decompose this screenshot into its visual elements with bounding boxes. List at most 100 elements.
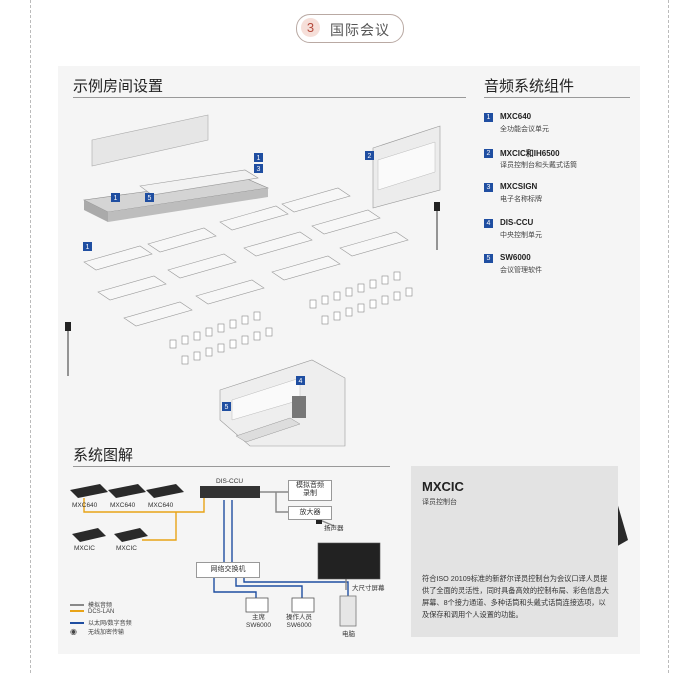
mxc640-unit <box>146 484 184 498</box>
operator-laptop-icon <box>291 597 315 613</box>
room-badge-label: 2 <box>368 153 372 160</box>
projection-screen <box>91 114 209 167</box>
stage-front <box>84 200 108 222</box>
audience-seats <box>169 271 413 365</box>
legend-label: 以太网/数字音频 <box>88 621 132 627</box>
mxc640-unit <box>108 484 146 498</box>
pc-tower-icon <box>339 595 357 627</box>
component-name: SW6000 <box>500 253 531 262</box>
room-badge-label: 4 <box>299 378 303 385</box>
legend-swatch <box>70 622 84 625</box>
legend-label: 无线加密传输 <box>88 630 125 636</box>
analog-link <box>319 519 335 527</box>
speaker-label: 扬声器 <box>324 525 344 532</box>
legend-item: DCS-LAN <box>70 609 114 615</box>
room-badge-label: 5 <box>148 195 152 202</box>
unit-label: MXCIC <box>74 545 95 552</box>
control-desk <box>235 417 301 443</box>
diagram-links <box>83 491 349 604</box>
booth-window <box>377 141 436 191</box>
frame-left-border <box>30 0 31 673</box>
ethernet-link <box>243 578 349 600</box>
components-title-rule <box>484 97 630 98</box>
room-badge-label: 1 <box>86 244 90 251</box>
room-badge-label: 1 <box>257 155 261 162</box>
unit-label: MXCIC <box>116 545 137 552</box>
legend-item: ◉ 无线加密传输 <box>70 627 124 636</box>
room-badge-label: 3 <box>257 166 261 173</box>
conference-units <box>70 484 381 627</box>
room-badge <box>254 153 263 162</box>
component-desc: 会议管理软件 <box>500 267 542 274</box>
room-title: 示例房间设置 <box>73 78 164 95</box>
room-badges: 1 3 1 5 2 1 4 5 <box>83 151 374 411</box>
component-badge: 1 <box>484 113 493 122</box>
wireless-icon: ◉ <box>70 627 77 636</box>
component-badge: 4 <box>484 219 493 228</box>
diagram-title-rule <box>73 466 390 467</box>
pc-label: 电脑 <box>342 631 355 638</box>
section-title: 国际会议 <box>330 22 390 38</box>
legend-swatch <box>70 610 84 613</box>
chair-laptop-label: 主席 SW6000 <box>246 614 271 629</box>
component-badge: 3 <box>484 183 493 192</box>
room-badge <box>111 193 120 202</box>
mxcic-description: 符合ISO 20109标准的新舒尔译员控制台为会议口译人员提供了全面的灵活性，同… <box>422 574 609 619</box>
dis-ccu-label: DIS-CCU <box>216 478 244 485</box>
component-badge: 5 <box>484 254 493 263</box>
booth-speaker-icon <box>434 202 440 211</box>
control-rack <box>292 396 306 418</box>
frame-right-border <box>668 0 669 673</box>
mxcic-heading: MXCIC <box>422 479 464 494</box>
stage-side <box>108 188 268 222</box>
room-title-rule <box>73 97 466 98</box>
delegate-tables <box>83 187 409 327</box>
dcs-lan-link <box>142 512 177 541</box>
component-desc: 全功能会议单元 <box>500 126 549 133</box>
room-badge <box>365 151 374 160</box>
legend-item: 以太网/数字音频 <box>70 618 132 627</box>
mxcic-unit <box>72 528 106 542</box>
legend-swatch <box>70 604 84 607</box>
room-badge <box>145 193 154 202</box>
component-desc: 电子名称标牌 <box>500 196 542 203</box>
unit-label: MXC640 <box>72 502 98 509</box>
chair-table <box>139 169 259 196</box>
room-badge-label: 5 <box>225 404 229 411</box>
unit-label: MXC640 <box>148 502 174 509</box>
big-screen-label: 大尺寸屏幕 <box>352 585 385 592</box>
component-desc: 译员控制台和头戴式话筒 <box>500 162 577 169</box>
component-name: MXCIC和IH6500 <box>500 149 560 158</box>
mxc640-unit <box>70 484 108 498</box>
components-title: 音频系统组件 <box>484 78 575 95</box>
room-badge <box>296 376 305 385</box>
speaker-icon <box>316 518 322 524</box>
legend-label: 模拟音频 <box>88 603 113 609</box>
component-desc: 中央控制单元 <box>500 232 542 239</box>
component-name: MXCSIGN <box>500 182 538 191</box>
room-badge <box>83 242 92 251</box>
mxcic-info-box: MXCIC 译员控制台 符合ISO 20109标准的新舒尔译员控制台为会议口译人… <box>411 466 618 637</box>
room-badge <box>222 402 231 411</box>
room-badge-label: 1 <box>114 195 118 202</box>
analog-link <box>275 492 288 513</box>
dcs-lan-link <box>83 492 205 513</box>
section-number: 3 <box>301 18 320 37</box>
network-switch-box: 网络交换机 <box>196 562 260 578</box>
component-name: MXC640 <box>500 112 532 121</box>
mxcic-subheading: 译员控制台 <box>422 499 457 506</box>
dis-ccu-device <box>200 486 260 498</box>
legend-label: DCS-LAN <box>88 609 115 615</box>
unit-label: MXC640 <box>110 502 136 509</box>
large-screen <box>317 542 381 580</box>
ethernet-link <box>235 578 303 604</box>
analog-record-box: 模拟音频 录制 <box>288 480 332 501</box>
mxcic-unit <box>114 528 148 542</box>
room-badge <box>254 164 263 173</box>
operator-laptop-label: 操作人员 SW6000 <box>286 614 312 629</box>
component-badge: 2 <box>484 149 493 158</box>
amplifier-box: 放大器 <box>288 506 332 520</box>
diagram-title: 系统图解 <box>73 447 134 464</box>
chair-laptop-icon <box>245 597 269 613</box>
legend-item: 模拟音频 <box>70 600 112 609</box>
